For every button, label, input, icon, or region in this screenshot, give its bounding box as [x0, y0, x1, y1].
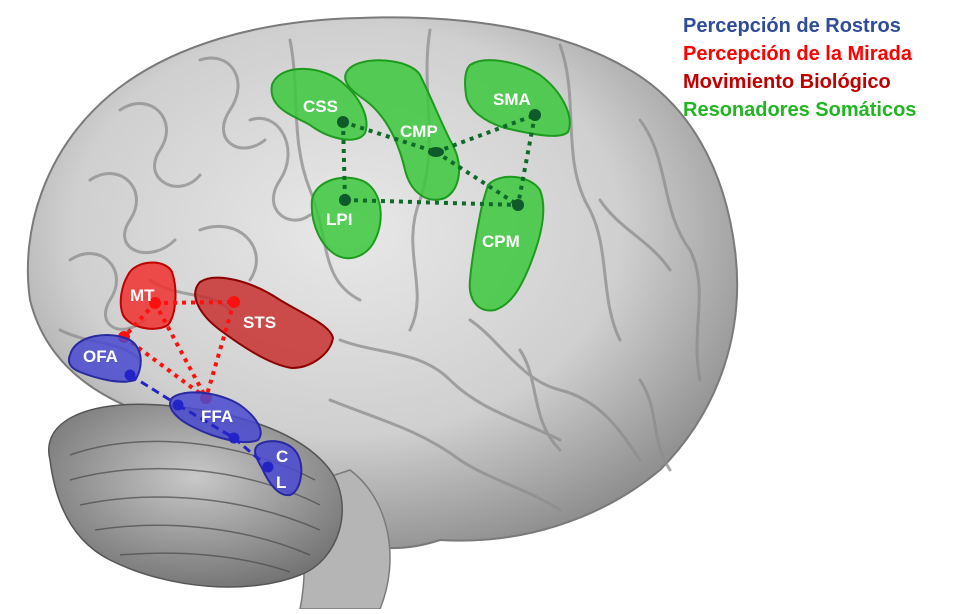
face-connections — [129, 373, 269, 469]
node-cmp — [428, 147, 444, 157]
region-ofa — [67, 334, 142, 383]
region-cpm — [468, 175, 545, 312]
node-cpm — [512, 199, 524, 211]
label-ffa: FFA — [201, 407, 233, 426]
label-sts: STS — [243, 313, 276, 332]
node-cl — [262, 461, 274, 473]
label-cpm: CPM — [482, 232, 520, 251]
face-nodes — [124, 369, 274, 473]
node-css — [337, 116, 349, 128]
node-sts — [228, 296, 240, 308]
label-ofa: OFA — [83, 347, 118, 366]
legend-gaze-perception: Percepción de la Mirada — [683, 43, 912, 65]
region-sma — [464, 59, 571, 137]
node-ffa-right — [228, 432, 240, 444]
node-sma — [529, 109, 541, 121]
legend: Percepción de Rostros Percepción de la M… — [683, 12, 916, 124]
legend-somatic-resonators: Resonadores Somáticos — [683, 99, 917, 121]
somatic-connections — [341, 113, 537, 207]
label-css: CSS — [303, 97, 338, 116]
node-ofa — [124, 369, 136, 381]
somatic-nodes — [337, 109, 541, 211]
node-ffa-left — [172, 399, 184, 411]
label-cl-bottom: L — [276, 473, 286, 492]
region-labels: CSS CMP SMA LPI CPM MT STS OFA FFA C L — [83, 90, 531, 492]
node-lpi — [339, 194, 351, 206]
label-cl-top: C — [276, 447, 288, 466]
gaze-connections — [122, 300, 236, 400]
label-sma: SMA — [493, 90, 531, 109]
node-mt — [149, 297, 161, 309]
region-cmp — [344, 59, 461, 201]
face-perception-regions — [67, 334, 303, 497]
label-lpi: LPI — [326, 210, 352, 229]
region-ffa — [169, 391, 262, 444]
legend-biological-motion: Movimiento Biológico — [683, 71, 891, 93]
legend-face-perception: Percepción de Rostros — [683, 15, 901, 37]
label-cmp: CMP — [400, 122, 438, 141]
label-mt: MT — [130, 286, 155, 305]
